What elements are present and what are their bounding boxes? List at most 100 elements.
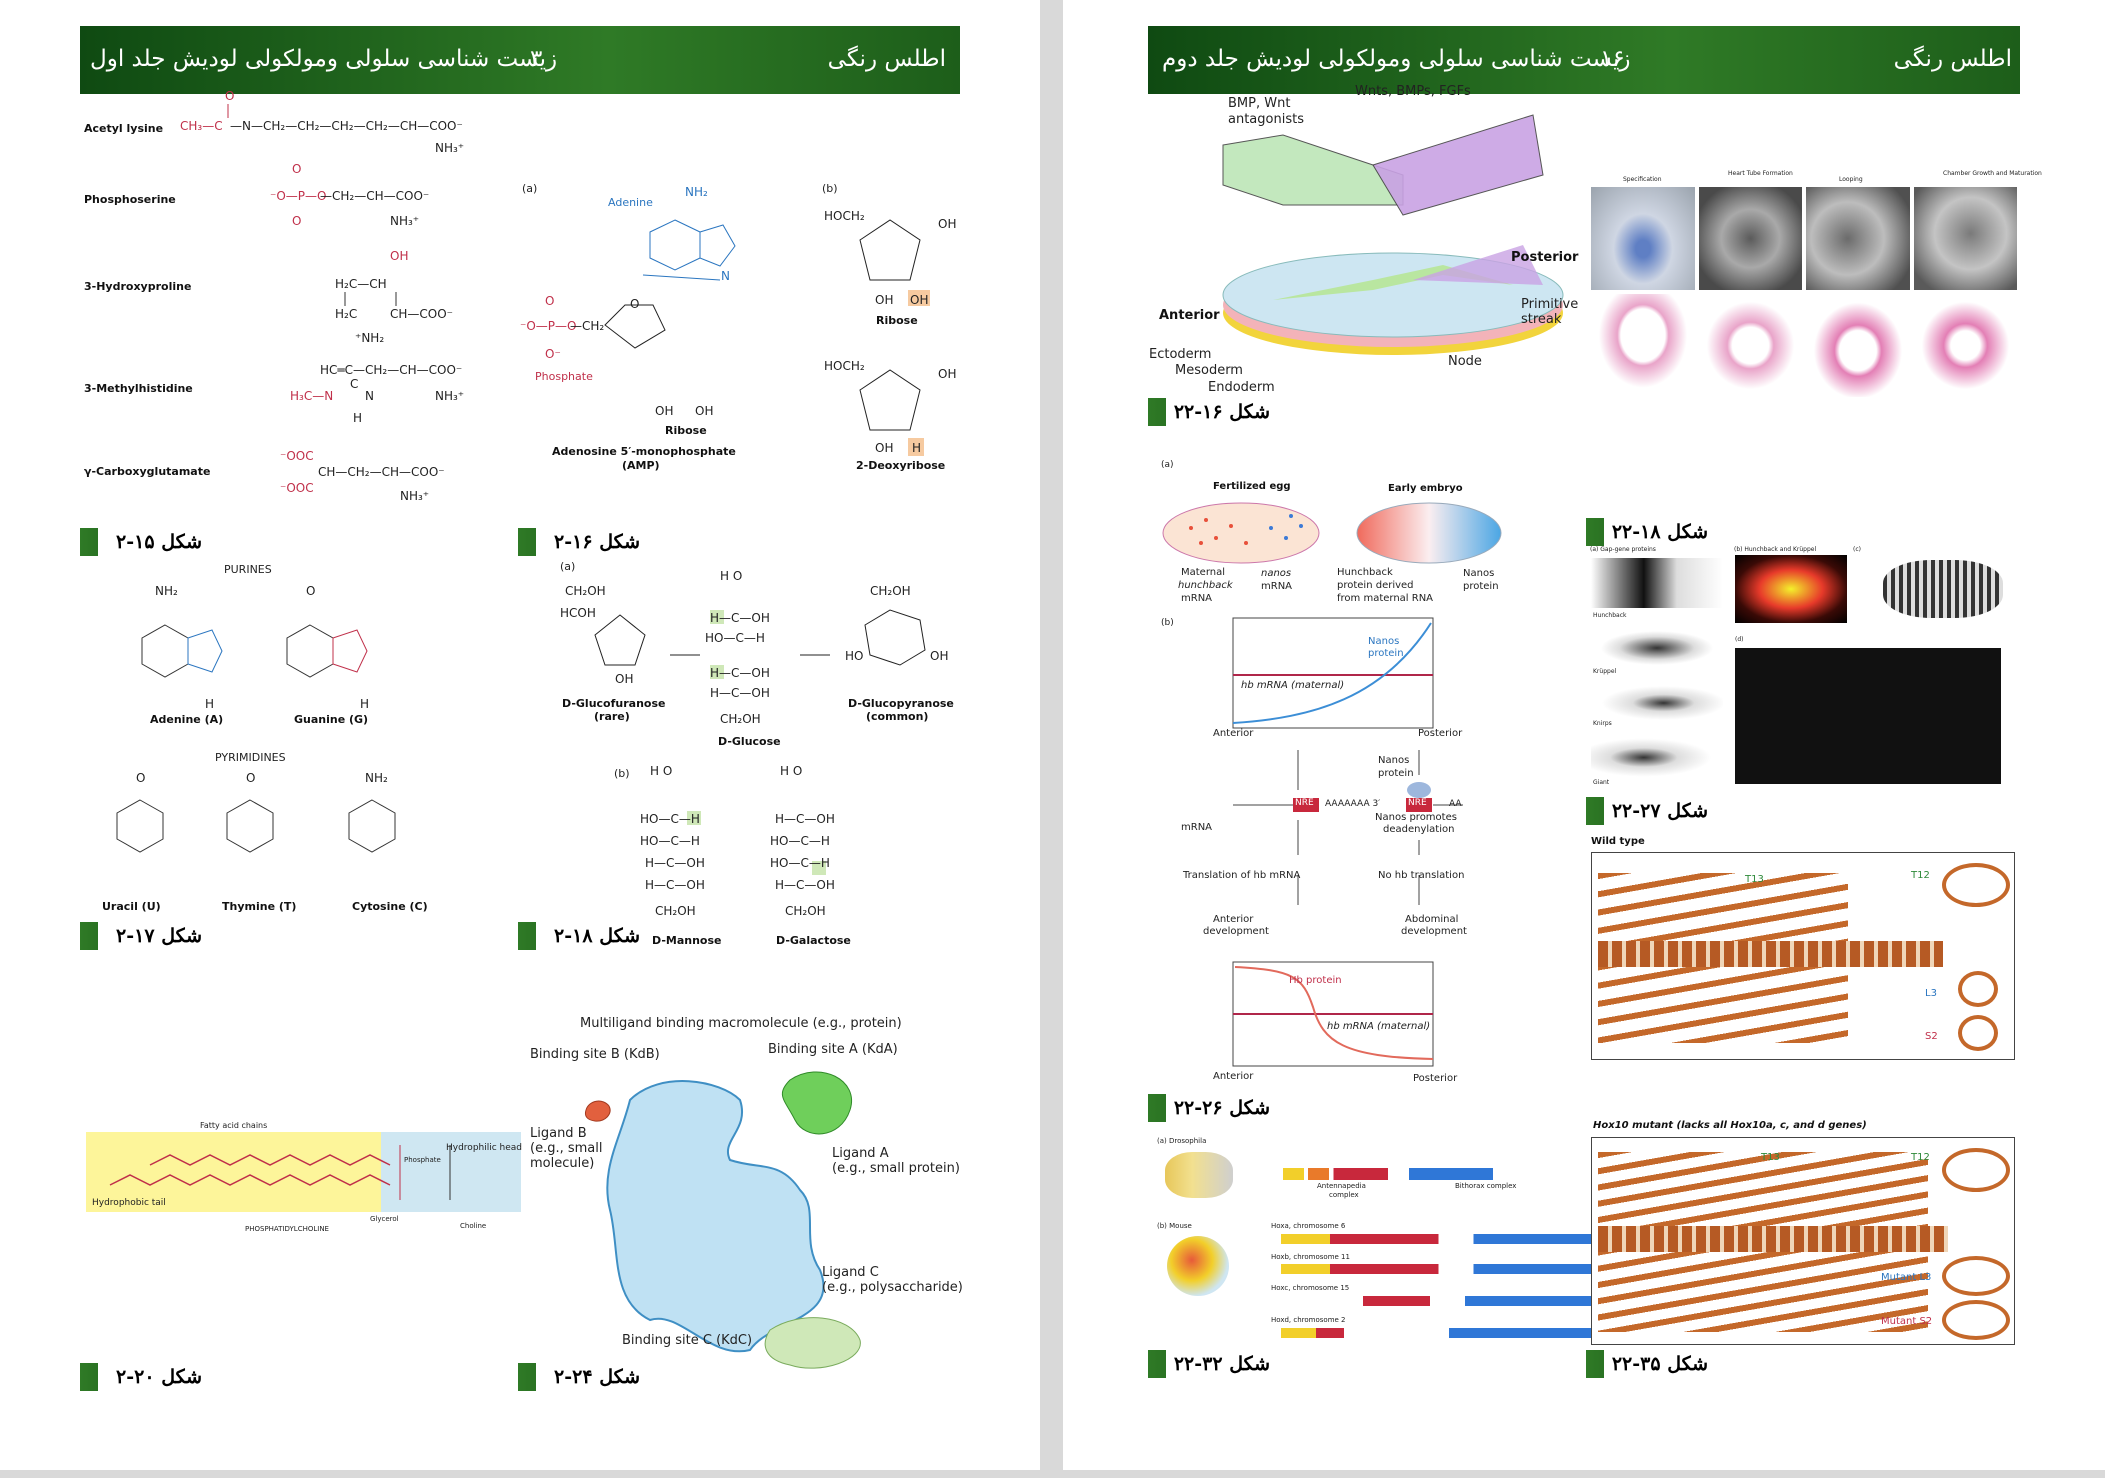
svg-text:NH₂: NH₂ xyxy=(685,185,708,199)
wild-type-skeleton-frame xyxy=(1591,852,2015,1060)
anterior-axis-label-1: Anterior xyxy=(1213,728,1254,739)
amino-acid-structures: CH₃—C —N—CH₂—CH₂—CH₂—CH₂—CH—COO⁻ O NH₃⁺ … xyxy=(180,89,464,503)
hunchback-protein-label-3: from maternal RNA xyxy=(1337,593,1434,604)
figure-label-2-20: شکل ۲۰-۲ xyxy=(98,1363,208,1391)
gastrulation-disc-diagram xyxy=(1222,114,1564,355)
anterior-axis-label-2: Anterior xyxy=(1213,1071,1254,1082)
phosphatidylcholine-label: PHOSPHATIDYLCHOLINE xyxy=(245,1225,329,1233)
right-header-section: اطلس رنگی xyxy=(1893,46,2012,72)
svg-text:H₂C—CH: H₂C—CH xyxy=(335,277,387,291)
ectoderm-label: Ectoderm xyxy=(1149,347,1212,362)
svg-text:C: C xyxy=(350,377,358,391)
hb-mrna-left-label: mRNA xyxy=(1181,822,1213,833)
anterior-dev-label-2: development xyxy=(1203,926,1269,937)
antennapedia-label: Antennapedia xyxy=(1317,1182,1366,1190)
mutant-t12-label: T12 xyxy=(1911,1152,1930,1163)
svg-text:OH: OH xyxy=(655,404,673,418)
figure-tab-22-26: شکل ۲۶-۲۲ xyxy=(1148,1094,1276,1122)
glucofuranose-caption-2: (rare) xyxy=(594,710,630,723)
drosophila-panel-a: (a) xyxy=(1161,460,1174,470)
nanos-mrna-label: mRNA xyxy=(1261,581,1293,592)
nre-label-left: NRE xyxy=(1295,798,1314,808)
hb-protein-plot xyxy=(1232,961,1434,1067)
mutant-l3-label: Mutant L3 xyxy=(1881,1272,1932,1283)
fatty-acid-label: Fatty acid chains xyxy=(200,1121,268,1130)
figure-tab-2-15: شکل ۱۵-۲ xyxy=(80,528,208,556)
egg-embryo-drawings xyxy=(1162,502,1502,564)
hoxa-label: Hoxa, chromosome 6 xyxy=(1271,1222,1346,1230)
mutant-vertebra-t12 xyxy=(1942,1148,2010,1192)
svg-text:NH₃⁺: NH₃⁺ xyxy=(390,214,419,228)
svg-text:—CH₂—CH—COO⁻: —CH₂—CH—COO⁻ xyxy=(320,189,429,203)
figure-tab-2-16: شکل ۱۶-۲ xyxy=(518,528,646,556)
multiligand-protein-blob xyxy=(606,1071,861,1369)
nanos-curve-label-2: protein xyxy=(1368,648,1404,659)
glucopyranose-caption: D-Glucopyranose xyxy=(848,697,954,710)
figure-label-2-18: شکل ۱۸-۲ xyxy=(536,922,646,950)
svg-text:—N—CH₂—CH₂—CH₂—CH₂—CH—COO⁻: —N—CH₂—CH₂—CH₂—CH₂—CH—COO⁻ xyxy=(230,119,463,133)
svg-text:⁻OOC: ⁻OOC xyxy=(280,449,314,463)
ligand-c-label-2: (e.g., polysaccharide) xyxy=(822,1280,963,1295)
heart-drawing-4 xyxy=(1913,294,2017,397)
svg-text:O: O xyxy=(292,214,301,228)
ligand-b-label-2: (e.g., small xyxy=(530,1141,603,1156)
amp-phosphate-label: Phosphate xyxy=(535,370,593,383)
glucose-structures: CH₂OH HCOH OH H O H—C—OH HO—C—H H—C—OH H… xyxy=(560,569,948,918)
nanos-curve-label: Nanos xyxy=(1368,636,1400,647)
fertilized-egg-label: Fertilized egg xyxy=(1213,481,1291,492)
aa-label-phosphoserine: Phosphoserine xyxy=(84,193,176,206)
svg-text:OH: OH xyxy=(615,672,633,686)
hoxb-genes xyxy=(1281,1264,1631,1274)
svg-text:O: O xyxy=(246,771,255,785)
primitive-label: Primitive xyxy=(1521,297,1579,312)
ligand-c-label: Ligand C xyxy=(822,1265,879,1280)
aa-label-acetyl-lysine: Acetyl lysine xyxy=(84,122,164,135)
sugar-panel-b: (b) xyxy=(822,182,838,195)
hox-panel-a: (a) Drosophila xyxy=(1157,1137,1207,1145)
svg-text:HO—C—H: HO—C—H xyxy=(705,631,765,645)
wild-type-vertebra-t12 xyxy=(1942,863,2010,907)
svg-text:NH₃⁺: NH₃⁺ xyxy=(435,141,464,155)
hox10-mutant-label: Hox10 mutant (lacks all Hox10a, c, and d… xyxy=(1593,1120,1867,1131)
svg-text:⁺NH₂: ⁺NH₂ xyxy=(355,331,384,345)
heart-photo-3 xyxy=(1806,187,1910,290)
figure-tab-22-18: شکل ۱۸-۲۲ xyxy=(1586,518,1714,546)
svg-text:HCOH: HCOH xyxy=(560,606,596,620)
node-label: Node xyxy=(1448,354,1482,369)
amp-ribose-label: Ribose xyxy=(665,424,707,437)
binding-site-a-label: Binding site A (KdA) xyxy=(768,1042,898,1057)
figure-tab-22-35: شکل ۳۵-۲۲ xyxy=(1586,1350,1714,1378)
adenine-caption: Adenine (A) xyxy=(150,713,224,726)
figure-label-22-26: شکل ۲۶-۲۲ xyxy=(1166,1094,1276,1122)
endoderm-label: Endoderm xyxy=(1208,380,1275,395)
nanos-bound-label-2: protein xyxy=(1378,768,1414,779)
ligand-b-shape xyxy=(584,1100,611,1122)
svg-text:⁻O—P—O: ⁻O—P—O xyxy=(270,189,326,203)
no-translation-label: No hb translation xyxy=(1378,870,1465,881)
phosphate-label: Phosphate xyxy=(404,1156,441,1164)
svg-text:O: O xyxy=(630,297,639,311)
abdominal-dev-label-2: development xyxy=(1401,926,1467,937)
hb-mrna-maternal-label-1: hb mRNA (maternal) xyxy=(1241,680,1345,691)
wnts-label: Wnts, BMPs, FGFs xyxy=(1355,84,1471,99)
svg-text:—CH₂: —CH₂ xyxy=(570,319,604,333)
right-header-book-title: زیست شناسی سلولی ومولکولی لودیش جلد دوم xyxy=(1162,46,1631,72)
gap-panel-d: (d) xyxy=(1735,636,1744,643)
fate-map-photo xyxy=(1735,648,2001,784)
figure-tab-2-17: شکل ۱۷-۲ xyxy=(80,922,208,950)
svg-text:H: H xyxy=(360,697,369,711)
nanos-promotes-label: Nanos promotes xyxy=(1375,812,1457,823)
svg-text:CH₂OH: CH₂OH xyxy=(565,584,606,598)
svg-text:CH—COO⁻: CH—COO⁻ xyxy=(390,307,453,321)
hb-mrna-maternal-label-2: hb mRNA (maternal) xyxy=(1327,1021,1431,1032)
nanos-label: nanos xyxy=(1261,568,1292,579)
gap-hunchback-label: Hunchback xyxy=(1593,612,1627,619)
hoxd-label: Hoxd, chromosome 2 xyxy=(1271,1316,1346,1324)
fly-drawing xyxy=(1165,1152,1233,1198)
svg-text:NH₃⁺: NH₃⁺ xyxy=(435,389,464,403)
svg-text:OH: OH xyxy=(930,649,948,663)
ribose-caption: Ribose xyxy=(876,314,918,327)
mouse-embryo-drawing xyxy=(1167,1236,1229,1296)
svg-text:H—C—OH: H—C—OH xyxy=(775,812,835,826)
aa-label-hydroxyproline: 3-Hydroxyproline xyxy=(84,280,192,293)
